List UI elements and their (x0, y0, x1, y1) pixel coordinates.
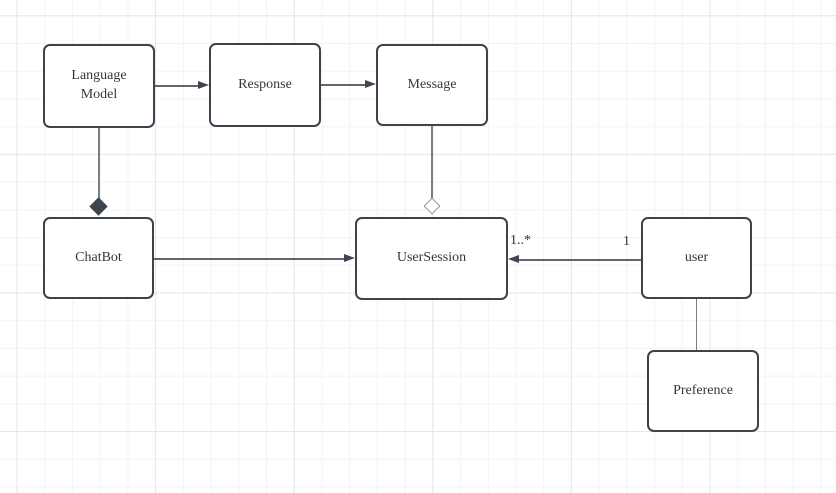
edge-language-model-to-response-line[interactable] (155, 85, 199, 87)
edge-response-to-message-line[interactable] (321, 84, 365, 86)
edge-user-to-preference-line[interactable] (695, 299, 698, 350)
node-usersession-label: UserSession (396, 250, 467, 266)
arrowhead-right-icon (198, 81, 209, 90)
edge-chatbot-to-usersession-line[interactable] (154, 258, 344, 260)
edge-language-model-to-chatbot-line[interactable] (98, 128, 100, 199)
node-language-model[interactable]: Language Model (43, 44, 155, 128)
node-message[interactable]: Message (376, 44, 488, 126)
node-user[interactable]: user (641, 217, 752, 299)
aggregation-diamond-icon (423, 197, 441, 214)
multiplicity-label-source[interactable]: 1 (623, 234, 630, 249)
node-message-label: Message (407, 76, 457, 92)
arrowhead-right-icon (365, 80, 376, 89)
node-usersession[interactable]: UserSession (355, 217, 508, 300)
arrowhead-right-icon (344, 254, 355, 263)
node-chatbot-label: ChatBot (75, 249, 122, 265)
multiplicity-label-target[interactable]: 1..* (510, 233, 531, 248)
node-preference[interactable]: Preference (647, 350, 759, 432)
node-response[interactable]: Response (209, 43, 321, 127)
node-user-label: user (684, 249, 709, 265)
edge-user-to-usersession-line[interactable] (519, 259, 641, 261)
node-response-label: Response (238, 76, 292, 92)
edge-message-to-usersession-line[interactable] (431, 126, 433, 199)
composition-diamond-icon (89, 196, 108, 216)
node-chatbot[interactable]: ChatBot (43, 217, 154, 299)
node-preference-label: Preference (673, 382, 733, 398)
node-language-model-label: Language Model (71, 68, 127, 102)
arrowhead-left-icon (508, 255, 519, 264)
